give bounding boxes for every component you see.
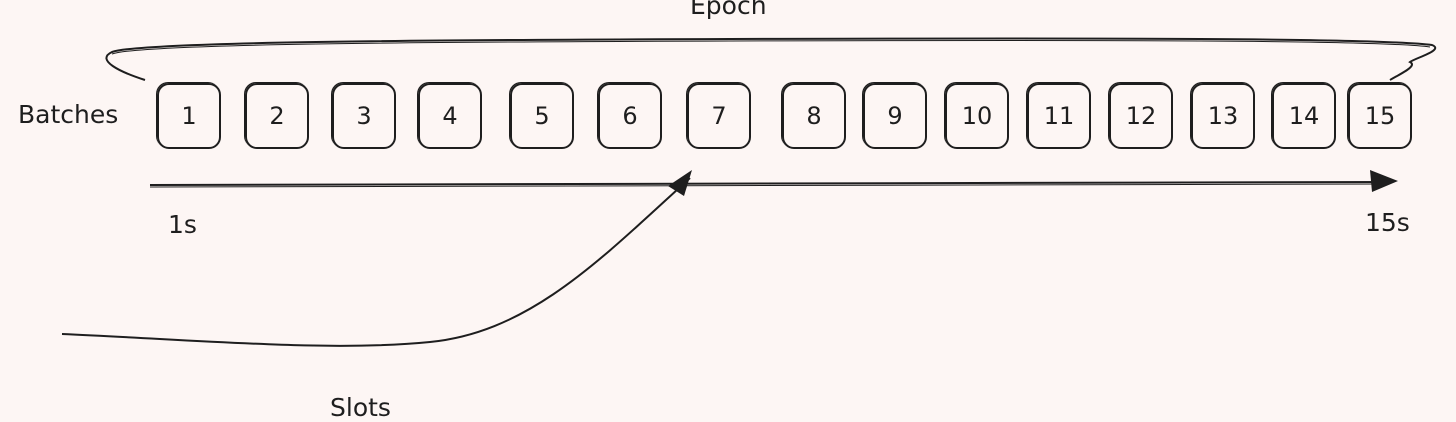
batch-box: 13 bbox=[1191, 83, 1255, 149]
epoch-label: Epoch bbox=[690, 0, 767, 20]
batch-box: 1 bbox=[157, 83, 221, 149]
batch-box: 5 bbox=[510, 83, 574, 149]
batch-box: 9 bbox=[863, 83, 927, 149]
timeline-arrow bbox=[149, 181, 1391, 186]
batch-box: 4 bbox=[418, 83, 482, 149]
timeline-start-label: 1s bbox=[168, 210, 197, 239]
batch-box: 6 bbox=[598, 83, 662, 149]
slots-pointer-arrow bbox=[61, 177, 691, 347]
batch-box: 3 bbox=[332, 83, 396, 149]
slots-pointer-arrowhead bbox=[668, 170, 692, 196]
batch-box: 7 bbox=[687, 83, 751, 149]
timeline-end-label: 15s bbox=[1365, 208, 1410, 237]
batch-box: 11 bbox=[1027, 83, 1091, 149]
batches-label: Batches bbox=[18, 100, 119, 129]
batch-box: 8 bbox=[782, 83, 846, 149]
batch-box: 12 bbox=[1109, 83, 1173, 149]
batch-box: 10 bbox=[945, 83, 1009, 149]
epoch-brace bbox=[105, 37, 1436, 81]
slots-label: Slots bbox=[330, 393, 391, 422]
timeline-arrowhead bbox=[1370, 170, 1398, 192]
epoch-brace-shadow bbox=[111, 40, 1431, 55]
batch-box: 14 bbox=[1272, 83, 1336, 149]
batch-box: 15 bbox=[1348, 83, 1412, 149]
batch-box: 2 bbox=[245, 83, 309, 149]
